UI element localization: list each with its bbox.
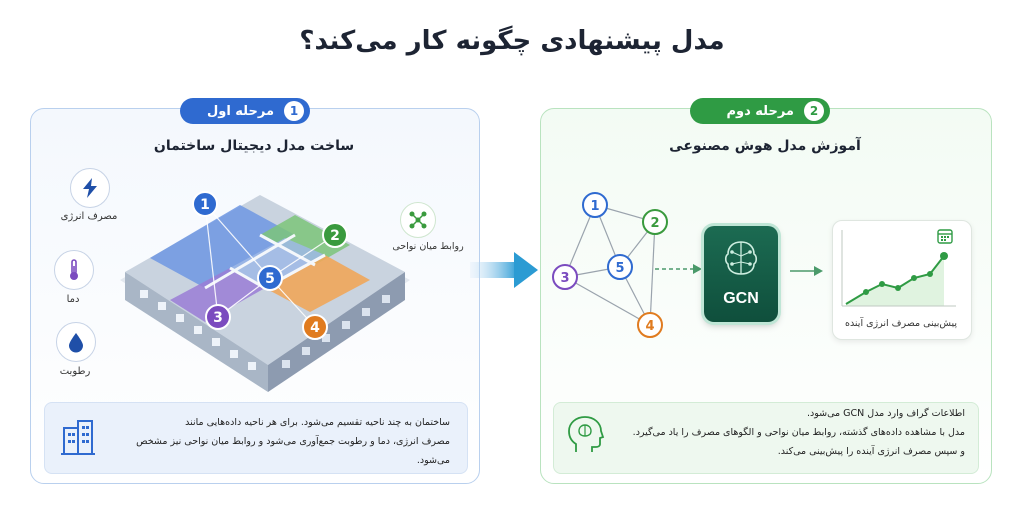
energy-label: مصرف انرژی [60, 211, 118, 222]
stage2-info-line-3: و سپس مصرف انرژی آینده را پیش‌بینی می‌کن… [777, 446, 965, 457]
svg-text:2: 2 [650, 216, 659, 231]
stage2-badge-label: مرحله دوم [726, 103, 794, 119]
zone-marker-5: 5 [257, 265, 283, 291]
zone-purple [170, 268, 265, 322]
svg-text:1: 1 [590, 199, 599, 214]
lightning-icon [83, 178, 97, 198]
temperature-icon-circle [54, 250, 94, 290]
forecast-label: پیش‌بینی مصرف انرژی آینده [844, 318, 958, 329]
brain-circuit-icon [724, 241, 758, 275]
stage2-info-text: اطلاعات گراف وارد مدل GCN می‌شود. مدل با… [620, 404, 965, 461]
zone-green [260, 215, 350, 265]
stage1-badge: 1 مرحله اول [180, 98, 310, 124]
svg-text:3: 3 [213, 310, 223, 326]
stage1-subtitle: ساخت مدل دیجیتال ساختمان [153, 138, 355, 154]
graph-node-3: 3 [552, 264, 578, 290]
stage1-info-line-1: ساختمان به چند ناحیه تقسیم می‌شود. برای … [185, 417, 450, 428]
water-drop-icon [69, 333, 83, 353]
humidity-icon-circle [56, 322, 96, 362]
page-title: مدل پیشنهادی چگونه کار می‌کند؟ [299, 26, 725, 56]
stage1-info-text: ساختمان به چند ناحیه تقسیم می‌شود. برای … [110, 413, 450, 470]
relations-label: روابط میان نواحی [392, 241, 464, 252]
stage2-info-box [553, 402, 979, 474]
head-brain-icon [568, 416, 605, 452]
graph-node-2: 2 [642, 209, 668, 235]
graph-node-4: 4 [637, 312, 663, 338]
zone-marker-2: 2 [322, 222, 348, 248]
graph-node-5: 5 [607, 254, 633, 280]
transition-arrow-icon [470, 252, 538, 288]
calendar-icon [937, 229, 953, 244]
svg-text:2: 2 [330, 228, 340, 244]
svg-text:5: 5 [265, 271, 275, 287]
zone-orange [265, 255, 370, 312]
network-icon [409, 211, 427, 229]
zone-marker-3: 3 [205, 304, 231, 330]
zone-graph: 1 2 3 4 5 [552, 192, 668, 338]
building-illustration: 1 2 3 4 5 [120, 191, 410, 392]
gcn-to-forecast-arrow-icon [790, 266, 823, 276]
stage1-info-box [44, 402, 468, 474]
stage1-info-line-2: مصرف انرژی، دما و رطوبت جمع‌آوری می‌شود … [136, 436, 450, 466]
svg-text:3: 3 [560, 271, 569, 286]
gcn-label: GCN [723, 290, 759, 307]
graph-to-gcn-arrow-icon [655, 264, 702, 274]
temperature-label: دما [66, 294, 80, 305]
humidity-label: رطوبت [59, 366, 91, 377]
svg-text:4: 4 [645, 319, 654, 334]
stage1-badge-label: مرحله اول [206, 103, 274, 119]
forecast-card [832, 220, 972, 340]
svg-text:4: 4 [310, 320, 320, 336]
forecast-line-chart [841, 229, 956, 307]
graph-node-1: 1 [582, 192, 608, 218]
zone-marker-1: 1 [192, 191, 218, 217]
svg-text:5: 5 [615, 261, 624, 276]
stage2-badge: 2 مرحله دوم [690, 98, 830, 124]
relations-icon-circle [400, 202, 436, 238]
zone-blue [150, 205, 295, 288]
stage2-info-line-2: مدل با مشاهده داده‌های گذشته، روابط میان… [632, 427, 965, 438]
energy-icon-circle [70, 168, 110, 208]
stage2-subtitle: آموزش مدل هوش مصنوعی [669, 138, 861, 154]
thermometer-icon [70, 259, 78, 280]
building-icon [61, 420, 95, 455]
zone-center [230, 238, 325, 288]
stage2-info-line-1: اطلاعات گراف وارد مدل GCN می‌شود. [807, 408, 965, 419]
stage2-badge-number: 2 [804, 101, 824, 121]
stage1-badge-number: 1 [284, 101, 304, 121]
svg-text:1: 1 [200, 197, 210, 213]
zone-marker-4: 4 [302, 314, 328, 340]
